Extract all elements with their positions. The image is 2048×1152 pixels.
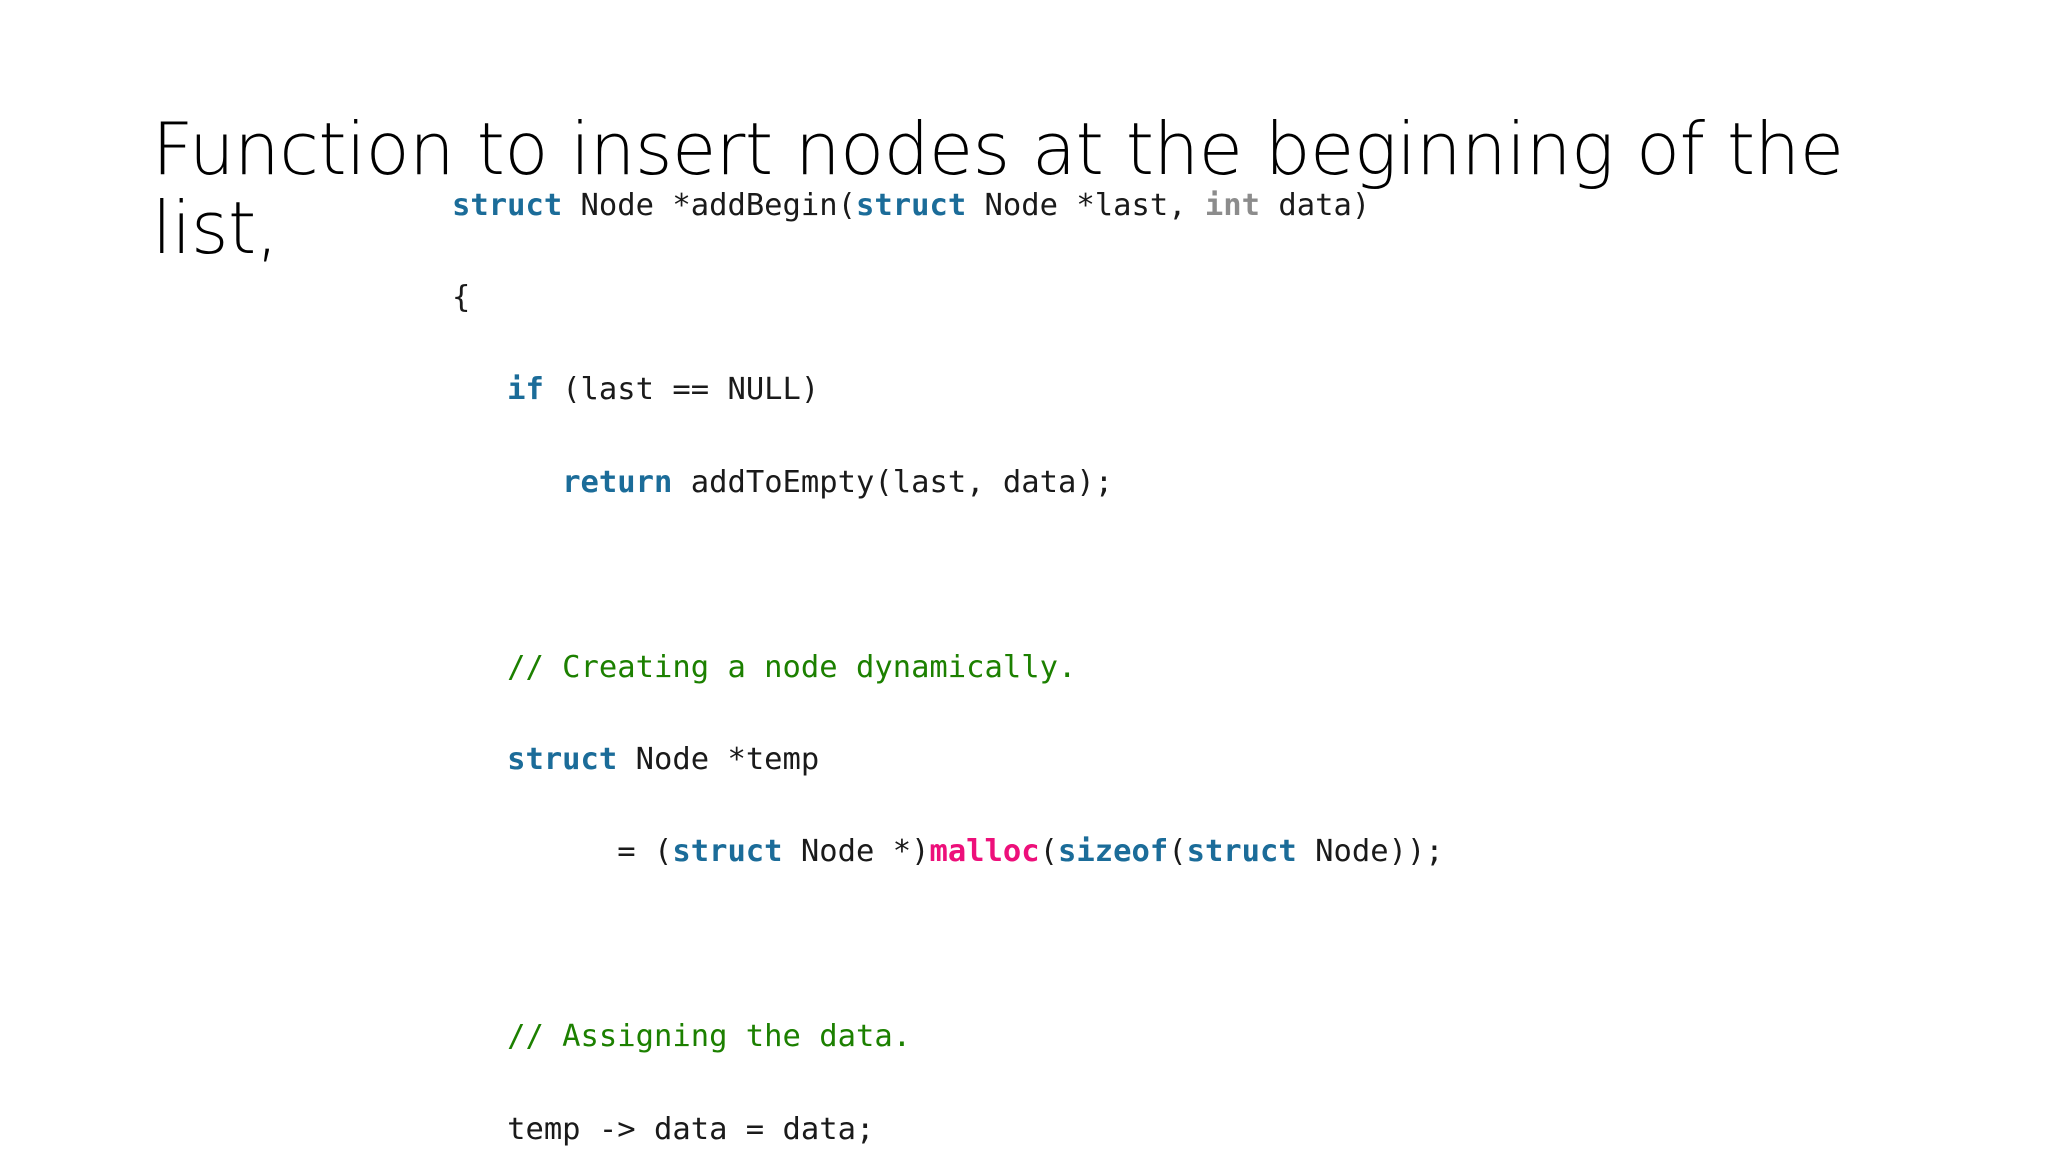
code-token-plain: addToEmpty(last, data); — [672, 464, 1114, 500]
code-line: = (struct Node *)malloc(sizeof(struct No… — [452, 829, 1542, 875]
code-line: temp -> data = data; — [452, 1107, 1542, 1152]
code-token-plain: Node)); — [1296, 834, 1444, 870]
code-line: struct Node *temp — [452, 737, 1542, 783]
code-token-plain: Node *temp — [617, 741, 820, 777]
code-token-keyword: return — [562, 464, 673, 500]
code-token-plain — [452, 1019, 507, 1054]
code-line: return addToEmpty(last, data); — [452, 460, 1542, 506]
code-token-keyword: sizeof — [1058, 834, 1169, 870]
code-token-plain: Node *addBegin( — [562, 187, 856, 223]
code-token-plain: data) — [1260, 187, 1371, 223]
code-token-keyword: struct — [672, 834, 783, 870]
code-token-plain — [452, 742, 507, 777]
code-token-plain: { — [452, 279, 471, 315]
code-token-comment: // Creating a node dynamically. — [507, 649, 1077, 685]
code-token-plain: Node *) — [782, 834, 930, 870]
code-listing: struct Node *addBegin(struct Node *last,… — [452, 183, 1542, 1152]
code-token-keyword: struct — [1186, 834, 1297, 870]
code-token-plain: Node *last, — [966, 187, 1205, 223]
code-line: ​ — [452, 922, 1542, 968]
code-line: // Creating a node dynamically. — [452, 645, 1542, 691]
code-token-keyword: struct — [856, 187, 967, 223]
code-line: if (last == NULL) — [452, 367, 1542, 413]
code-line: struct Node *addBegin(struct Node *last,… — [452, 183, 1542, 229]
code-line: ​ — [452, 552, 1542, 598]
code-line: { — [452, 275, 1542, 321]
code-token-plain — [452, 465, 562, 500]
code-token-plain: ( — [1168, 834, 1187, 870]
code-token-keyword: struct — [507, 741, 618, 777]
code-token-plain — [452, 650, 507, 685]
code-token-comment: // Assigning the data. — [507, 1019, 912, 1055]
code-token-plain: = ( — [452, 834, 673, 870]
code-token-keyword: struct — [452, 187, 563, 223]
code-token-plain: temp -> data = data; — [452, 1111, 875, 1147]
code-token-plain: ( — [1039, 834, 1059, 870]
code-token-plain: (last == NULL) — [543, 372, 820, 408]
code-token-builtin_type: int — [1204, 187, 1260, 223]
code-line: // Assigning the data. — [452, 1014, 1542, 1060]
code-token-keyword: if — [507, 372, 544, 408]
code-token-function: malloc — [929, 834, 1040, 870]
code-token-plain — [452, 372, 507, 407]
